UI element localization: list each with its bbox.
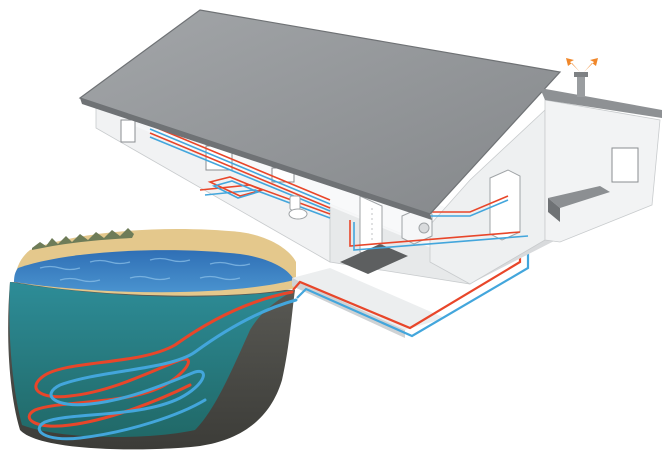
- doormat: [340, 244, 408, 274]
- collector-cold-pipe: [37, 298, 298, 441]
- roof-eave: [80, 98, 432, 220]
- annex: [544, 99, 661, 243]
- lake-surface: [14, 250, 294, 293]
- pipe-trench: [292, 234, 530, 338]
- trench-slab: [292, 268, 445, 330]
- grass-shore: [32, 228, 134, 250]
- water-cross-section: [9, 282, 295, 437]
- kitchen-counter: [548, 186, 610, 208]
- main-roof: [78, 9, 562, 215]
- water-ripples: [39, 257, 251, 283]
- house: [78, 9, 662, 285]
- toilet-icon: [288, 195, 308, 220]
- lake-collector-loop-icon: [27, 290, 298, 441]
- annex-roof: [540, 88, 662, 118]
- chimney-vent-icon: [566, 58, 598, 97]
- underfloor-heating: [149, 124, 331, 219]
- lake-section: [8, 228, 298, 450]
- trench-cold-pipe: [296, 234, 530, 338]
- house-piping: [349, 195, 529, 251]
